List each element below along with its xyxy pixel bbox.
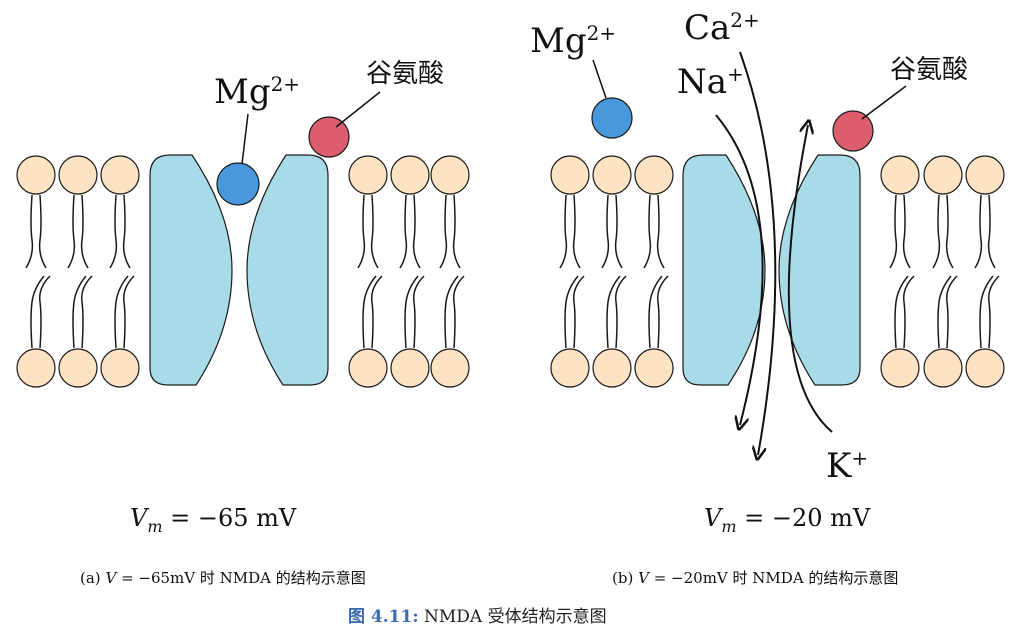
ca-label-b: Ca2+	[684, 8, 760, 48]
membrane-panel-b	[550, 155, 1005, 388]
receptor-left-half-b	[682, 154, 766, 386]
phospholipid-a-4	[348, 155, 388, 388]
phospholipid-a-5	[390, 155, 430, 388]
phospholipid-a-1	[16, 155, 56, 388]
glutamate-label-b: 谷氨酸	[890, 55, 968, 85]
phospholipid-b-2	[592, 155, 632, 388]
k-label-b: K+	[826, 446, 868, 486]
receptor-right-half-a	[246, 154, 329, 386]
caption-a: (a) V = −65mV 时 NMDA 的结构示意图	[80, 569, 366, 587]
na-flow-arrow	[715, 114, 764, 425]
caption-b: (b) V = −20mV 时 NMDA 的结构示意图	[612, 569, 899, 587]
phospholipid-b-6	[965, 155, 1005, 388]
membrane-panel-a	[16, 155, 470, 388]
phospholipid-a-6	[430, 155, 470, 388]
mg-ion-b	[591, 97, 633, 139]
receptor-left-half-a	[149, 154, 233, 386]
glutamate-pointer-a	[335, 91, 381, 128]
mg-label-b: Mg2+	[530, 21, 616, 61]
phospholipid-a-2	[58, 155, 98, 388]
figure-number: 图 4.11:	[348, 607, 419, 627]
glutamate-pointer-b	[861, 85, 907, 120]
phospholipid-b-3	[634, 155, 674, 388]
glutamate-b	[832, 110, 874, 152]
membrane-voltage-a: Vm = −65 mV	[130, 504, 297, 536]
mg-pointer-a	[241, 113, 249, 165]
membrane-voltage-b: Vm = −20 mV	[704, 504, 871, 536]
phospholipid-b-1	[550, 155, 590, 388]
glutamate-label-a: 谷氨酸	[366, 59, 444, 89]
phospholipid-a-3	[100, 155, 140, 388]
ca-flow-arrow	[739, 51, 777, 455]
figure-title: NMDA 受体结构示意图	[424, 607, 607, 627]
figure-caption: 图 4.11: NMDA 受体结构示意图	[348, 602, 607, 627]
mg-label-a: Mg2+	[214, 72, 300, 112]
glutamate-a	[308, 116, 350, 158]
phospholipid-b-4	[880, 155, 920, 388]
phospholipid-b-5	[923, 155, 963, 388]
mg-pointer-b	[592, 59, 607, 99]
k-flow-arrow	[787, 125, 833, 433]
mg-ion-a	[216, 162, 260, 206]
receptor-right-half-b	[778, 154, 861, 386]
na-label-b: Na+	[677, 62, 744, 102]
